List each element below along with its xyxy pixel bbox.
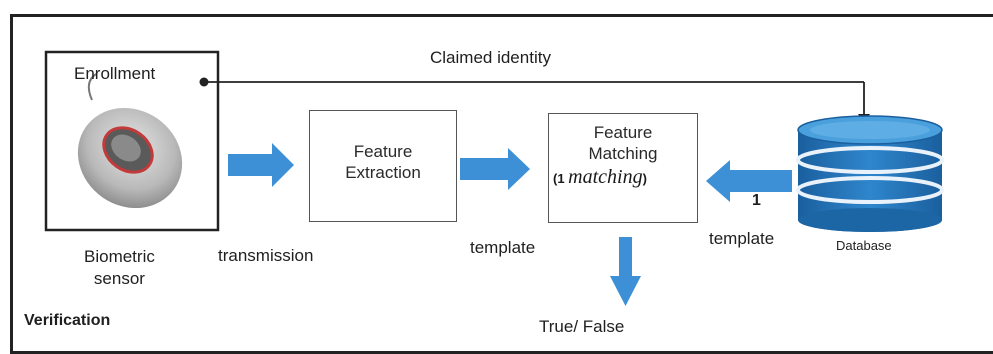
feature-matching-box: Feature Matching (1 matching)	[548, 113, 698, 223]
arrow-result	[610, 237, 641, 306]
enrollment-label: Enrollment	[74, 64, 156, 83]
feature-extraction-line1: Feature	[353, 142, 413, 161]
arrow-template-to-matching	[460, 148, 530, 190]
biometric-sensor-label: Biometric sensor	[84, 246, 155, 290]
feature-matching-line2: Matching	[588, 144, 658, 163]
biometric-sensor-line1: Biometric	[84, 247, 155, 266]
fingerprint-sensor-icon	[77, 73, 183, 209]
matching-note-word: matching	[568, 166, 643, 188]
arrow-template-from-database	[706, 160, 792, 202]
claimed-identity-label: Claimed identity	[430, 48, 551, 67]
true-false-label: True/ False	[539, 317, 625, 336]
matching-note: (1 matching)	[553, 166, 647, 189]
arrow-transmission	[228, 143, 294, 187]
feature-extraction-line2: Extraction	[345, 163, 421, 182]
diagram-graphics	[44, 50, 944, 306]
transmission-label: transmission	[218, 246, 314, 265]
biometric-sensor-line2: sensor	[93, 269, 145, 288]
matching-note-prefix: (1	[553, 171, 569, 186]
matching-note-suffix: )	[642, 171, 647, 186]
feature-matching-line1: Feature	[593, 123, 653, 142]
template-right-label: template	[709, 229, 775, 248]
verification-label: Verification	[24, 312, 111, 329]
template-left-label: template	[470, 238, 536, 257]
feature-extraction-box: Feature Extraction	[309, 110, 457, 222]
database-label: Database	[836, 238, 892, 253]
one-label: 1	[752, 192, 761, 209]
database-icon	[796, 115, 944, 232]
claimed-identity-connector	[199, 77, 870, 124]
